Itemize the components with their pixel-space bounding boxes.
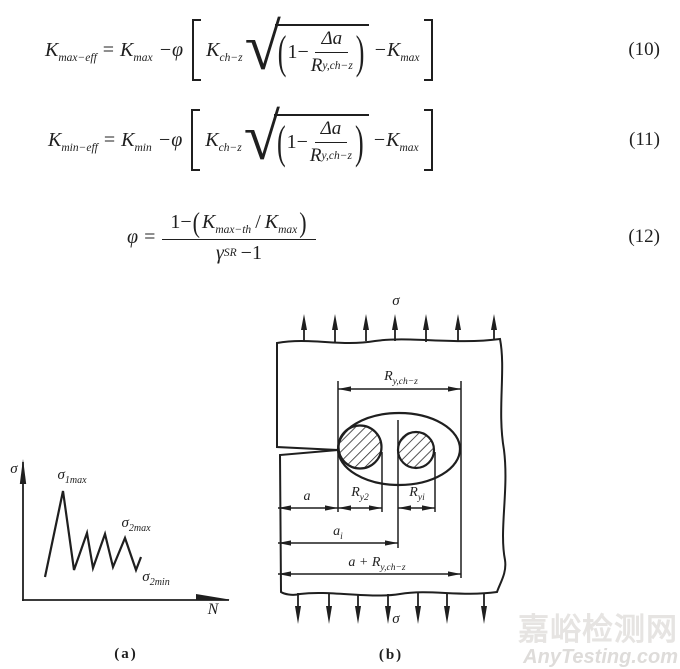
fig-b-dim-ai-label: ai [333,524,343,542]
fig-a-axes [19,459,230,601]
fig-b-hatched-plastic-zone-large [337,424,383,470]
equals-sign: = [144,225,156,248]
fig-b-dim-a-label: a [303,489,311,504]
left-paren: ( [192,205,200,239]
fig-a-load-curve [43,490,143,578]
slash: / [255,211,261,233]
equals-sign: = [102,38,115,61]
fig-a-sigma2min-label: σ2min [142,569,170,588]
fig-b-dim-ry-chz-label: Ry,ch−z [384,369,418,387]
minus-kmax-term: −Kmax [373,38,420,64]
fig-b-caption: (b) [378,647,404,663]
right-paren: ) [354,115,364,168]
fig-b-sigma-top-label: σ [392,293,400,309]
left-paren: ( [277,25,287,78]
one-minus: 1− [286,131,308,153]
watermark: 嘉峪检测网 AnyTesting.com [518,614,678,667]
right-paren: ) [355,25,365,78]
fig-b-dim-total-label: a + Ry,ch−z [348,555,406,573]
k-overload-term: Kch−z [205,128,242,154]
right-paren: ) [299,205,307,239]
minus-kmax-term: −Kmax [372,128,419,154]
equation-number: (10) [628,39,660,60]
fig-a-caption: (a) [114,646,138,662]
radical-sign: √ [244,11,281,84]
equation-number: (11) [629,129,660,150]
fraction-numerator: Δa [315,28,349,53]
kmax-term: Kmax [120,38,153,64]
fig-b-reference-lines [337,381,462,578]
one-minus: 1− [287,41,309,63]
fig-b-dimension-lines [278,386,461,577]
fig-b-dim-ryi-label: Ryi [409,485,425,503]
fig-a-y-axis-label: σ [10,461,18,477]
right-bracket [423,109,433,171]
minus-phi: −φ [157,128,183,151]
fig-b-hatched-plastic-zone-small [396,430,436,470]
equation-number: (12) [628,226,660,247]
fig-a-sigma2max-label: σ2max [121,515,151,534]
fraction-numerator: 1− ( Kmax−th / Kmax ) [162,206,316,240]
fig-b-sigma-bottom-label: σ [392,611,400,627]
k-overload-term: Kch−z [206,38,243,64]
fig-b-tension-arrows-top [301,314,497,342]
kmax-eff-term: Kmax−eff [45,38,97,64]
fraction-numerator: Δa [314,118,348,143]
left-paren: ( [276,115,286,168]
watermark-url: AnyTesting.com [523,646,678,668]
phi-term: φ [127,225,139,248]
equals-sign: = [103,128,116,151]
left-bracket [191,109,201,171]
fig-b-dim-ry2-label: Ry2 [351,485,369,503]
kmin-eff-term: Kmin−eff [48,128,98,154]
fig-a-sigma1max-label: σ1max [57,467,87,486]
kmin-term: Kmin [121,128,152,154]
radical-sign: √ [243,101,280,174]
fig-b-tension-arrows-bottom [295,593,487,624]
watermark-chinese: 嘉峪检测网 [518,612,678,647]
fig-a-x-axis-label: N [207,601,219,618]
minus-phi: −φ [158,38,184,61]
right-bracket [424,19,434,81]
left-bracket [192,19,202,81]
fig-b-body-outline [276,337,507,597]
